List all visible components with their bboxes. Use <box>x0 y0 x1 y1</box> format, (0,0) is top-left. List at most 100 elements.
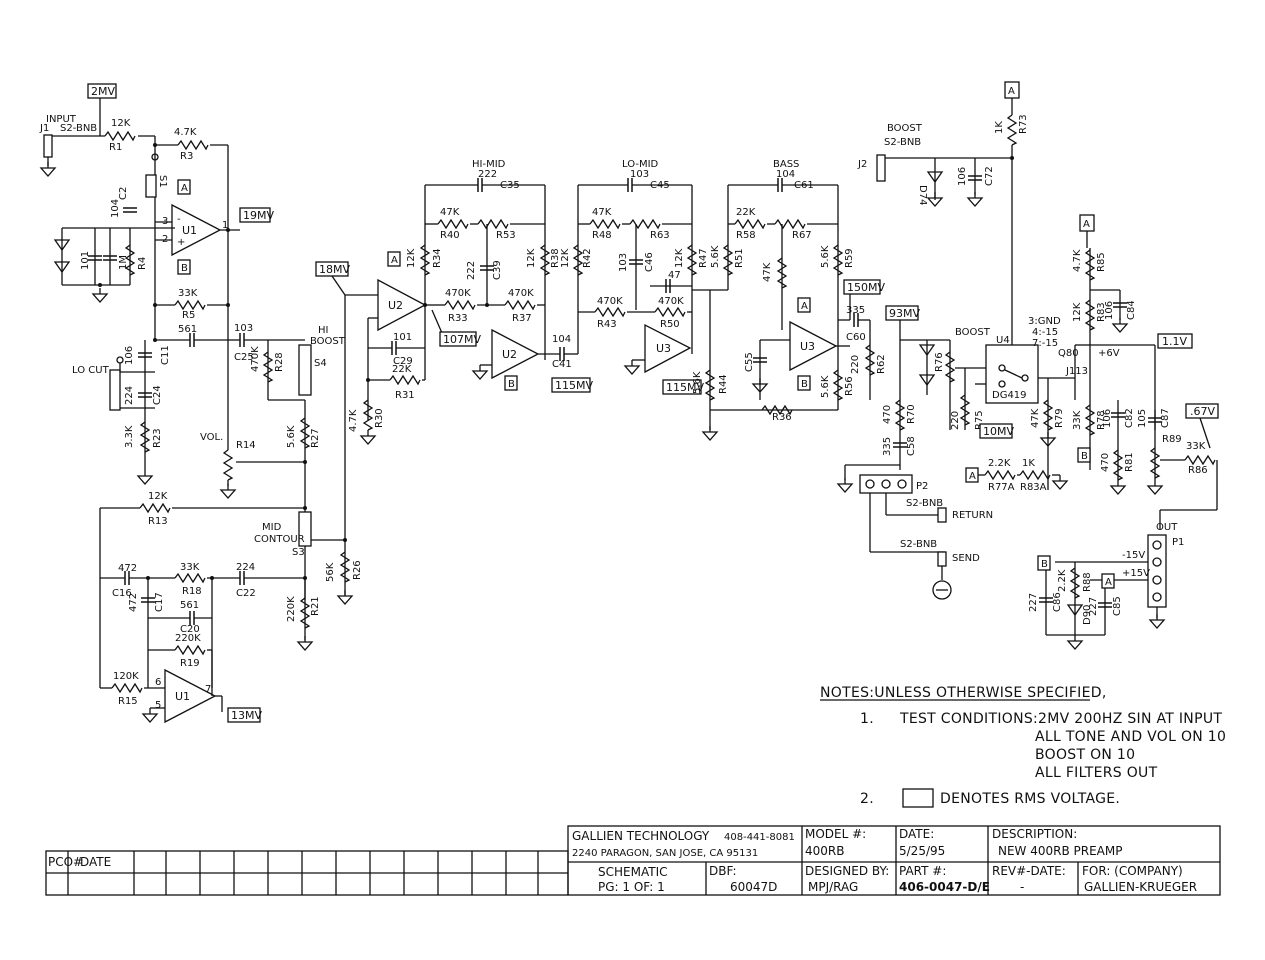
voltage-box-19mv <box>239 207 271 223</box>
title-table <box>567 825 1221 896</box>
d74-label: D74 <box>917 185 928 205</box>
c25-value: 103 <box>234 323 253 334</box>
voltage-box-67v <box>1185 403 1219 419</box>
u1b-opamp <box>164 668 217 724</box>
c72-value: 106 <box>957 167 968 186</box>
r40-value: 47K <box>440 207 460 218</box>
s1-label: S1 <box>157 175 168 188</box>
ref-b-u3b <box>797 375 811 391</box>
part-value: 406-0047-D/E <box>899 880 990 894</box>
voltage-box-1-1v <box>1157 333 1193 349</box>
input-jack <box>43 134 53 158</box>
mid-contour-section: 12K R13 MID CONTOUR S3 56K R26 472 C16 4… <box>99 295 363 724</box>
r30-value: 4.7K <box>348 409 359 432</box>
c10-value: 101 <box>80 251 91 270</box>
s1-switch[interactable] <box>145 174 157 198</box>
r62-value: 220 <box>850 355 861 374</box>
ref-b-u3b-text: B <box>801 379 808 390</box>
voltage-150mv: 150MV <box>847 281 885 294</box>
svg-text:5: 5 <box>155 700 161 711</box>
r56-name: R56 <box>844 376 855 396</box>
for-company-value: GALLIEN-KRUEGER <box>1084 880 1197 894</box>
ref-b-u2b <box>504 375 518 391</box>
c5-value: 106 <box>124 346 135 365</box>
company-name: GALLIEN TECHNOLOGY <box>572 829 710 843</box>
ref-b-right <box>1077 447 1091 463</box>
c45-value: 103 <box>630 169 649 180</box>
ref-a-r77-text: A <box>969 471 976 482</box>
ref-a-right-text: A <box>1083 219 1090 230</box>
r59-name: R59 <box>844 248 855 268</box>
u2b-opamp <box>491 328 540 380</box>
c35-name: C35 <box>500 180 520 191</box>
p1-label: P1 <box>1172 537 1184 548</box>
mid-contour-label: MID <box>262 522 282 533</box>
c39-name: C39 <box>492 260 503 280</box>
send-jack-label: S2-BNB <box>900 539 937 550</box>
send-jack <box>937 551 947 567</box>
volume-section: VOL. R14 <box>200 432 307 499</box>
r83-name: R83 <box>1096 302 1107 322</box>
r79-name: R79 <box>1054 408 1065 428</box>
s4-switch[interactable] <box>298 344 312 396</box>
voltage-67v: .67V <box>1190 405 1215 418</box>
j1-label: J1 <box>39 123 49 134</box>
lo-cut-switch[interactable] <box>109 369 121 411</box>
u3-label: U3 <box>656 342 671 355</box>
input-jack-label: S2-BNB <box>60 123 97 134</box>
c85-value: 227 <box>1088 597 1099 616</box>
hi-mid-label: HI-MID <box>472 159 506 170</box>
s4-label: S4 <box>314 358 327 369</box>
boost-jack <box>876 154 886 182</box>
c86-value: 227 <box>1028 593 1039 612</box>
r38-value: 12K <box>526 248 537 268</box>
r15-value: 120K <box>113 671 139 682</box>
svg-text:1: 1 <box>222 220 228 231</box>
u3-stage: LO-MID 103 C45 47K R48 R63 103 C46 12K R… <box>560 159 729 441</box>
r88-name: R88 <box>1082 572 1093 592</box>
page-number: PG: 1 OF: 1 <box>598 880 665 894</box>
ref-a-u1-text: A <box>181 183 188 194</box>
hi-boost-label: HI <box>318 325 328 336</box>
model-value: 400RB <box>805 844 844 858</box>
p2-label: P2 <box>916 481 928 492</box>
c86-name: C86 <box>1052 592 1063 612</box>
r26-value: 56K <box>325 562 336 582</box>
voltage-box-115mv-a <box>551 377 591 393</box>
description-label: DESCRIPTION: <box>992 827 1077 841</box>
fx-loop-section: 470 R70 335 C58 P2 S2-BNB RETURN S2-BNB … <box>837 340 993 600</box>
voltage-115mv-b: 115MV <box>666 381 704 394</box>
d90-label: D90 <box>1082 605 1093 625</box>
r85-name: R85 <box>1096 252 1107 272</box>
ref-a-u2-text: A <box>391 255 398 266</box>
r28-value: 470K <box>250 346 261 372</box>
r83-value: 12K <box>1072 302 1083 322</box>
ref-b-out <box>1037 555 1051 571</box>
ref-b-right-text: B <box>1081 451 1088 462</box>
mid-contour-label-2: CONTOUR <box>254 534 305 545</box>
j2-label: J2 <box>857 159 867 170</box>
rms-legend-box <box>902 788 934 808</box>
r48-name: R48 <box>592 230 612 241</box>
c58-name: C58 <box>906 436 917 456</box>
r86-name: R86 <box>1188 465 1208 476</box>
voltage-box-10mv <box>979 423 1013 439</box>
c45-name: C45 <box>650 180 670 191</box>
boost-section: BOOST S2-BNB J2 D74 106 C72 A 1K R73 93M… <box>857 81 1219 510</box>
r31-value: 22K <box>392 364 412 375</box>
r70-value: 470 <box>882 405 893 424</box>
c41-name: C41 <box>552 359 572 370</box>
r78-name: R78 <box>1096 410 1107 430</box>
note-2-text: DENOTES RMS VOLTAGE. <box>940 791 1120 807</box>
u4-label: U4 <box>996 335 1010 346</box>
c82-name: C82 <box>1124 408 1135 428</box>
input-label: INPUT <box>46 114 77 125</box>
c35-value: 222 <box>478 169 497 180</box>
dbf-label: DBF: <box>709 864 737 878</box>
voltage-box-150mv <box>843 279 881 295</box>
r40-name: R40 <box>440 230 460 241</box>
voltage-box-115mv-b <box>662 379 702 395</box>
minus-15v-label: -15V <box>1122 550 1145 561</box>
r23-name: R23 <box>152 428 163 448</box>
